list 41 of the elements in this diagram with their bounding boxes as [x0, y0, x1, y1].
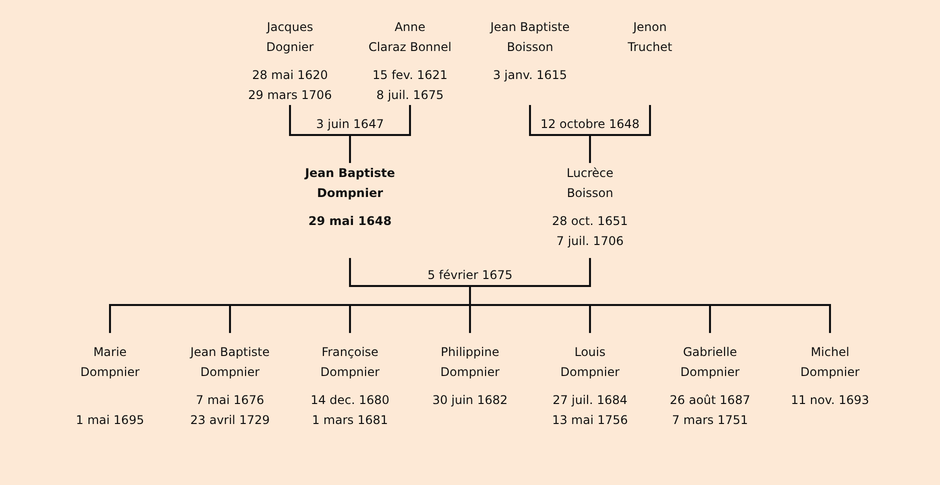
date-text: 7 juil. 1706	[556, 234, 624, 248]
person-name: Louis Dompnier	[560, 344, 620, 381]
family-line	[469, 286, 471, 305]
date-text: 8 juil. 1675	[376, 88, 444, 102]
date-text: 28 mai 1620	[252, 68, 328, 82]
family-line	[349, 258, 591, 287]
person-name: Jacques Dognier	[266, 19, 314, 56]
date-text: 26 août 1687	[670, 393, 750, 407]
family-line	[589, 135, 591, 163]
date-text: 7 mai 1676	[196, 393, 264, 407]
person-name: Anne Claraz Bonnel	[368, 19, 452, 56]
date-text: 15 fev. 1621	[372, 68, 448, 82]
person-name: Lucrèce Boisson	[566, 165, 614, 202]
date-text: 23 avril 1729	[190, 413, 270, 427]
person-name: Philippine Dompnier	[440, 344, 500, 381]
date-text: 1 mars 1681	[312, 413, 388, 427]
date-text: 30 juin 1682	[432, 393, 508, 407]
date-text: 13 mai 1756	[552, 413, 628, 427]
date-text: 29 mars 1706	[248, 88, 332, 102]
date-text: 14 dec. 1680	[310, 393, 390, 407]
date-text: 1 mai 1695	[76, 413, 144, 427]
date-text: 11 nov. 1693	[790, 393, 870, 407]
person-name: Jenon Truchet	[628, 19, 672, 56]
person-name: Gabrielle Dompnier	[680, 344, 740, 381]
family-line	[349, 304, 470, 333]
family-line	[469, 304, 471, 333]
person-name: Jean Baptiste Dompnier	[304, 165, 396, 202]
person-name: Jean Baptiste Dompnier	[190, 344, 270, 381]
date-text: 28 oct. 1651	[552, 214, 628, 228]
person-name: Marie Dompnier	[80, 344, 140, 381]
family-line	[349, 135, 351, 163]
family-line	[529, 105, 651, 136]
person-name: Michel Dompnier	[800, 344, 860, 381]
date-text: 7 mars 1751	[672, 413, 748, 427]
date-text: 29 mai 1648	[308, 214, 392, 228]
person-name: Françoise Dompnier	[320, 344, 380, 381]
date-text: 27 juil. 1684	[552, 393, 628, 407]
date-text: 3 janv. 1615	[492, 68, 568, 82]
person-name: Jean Baptiste Boisson	[490, 19, 570, 56]
family-line	[289, 105, 411, 136]
family-line	[470, 304, 831, 333]
